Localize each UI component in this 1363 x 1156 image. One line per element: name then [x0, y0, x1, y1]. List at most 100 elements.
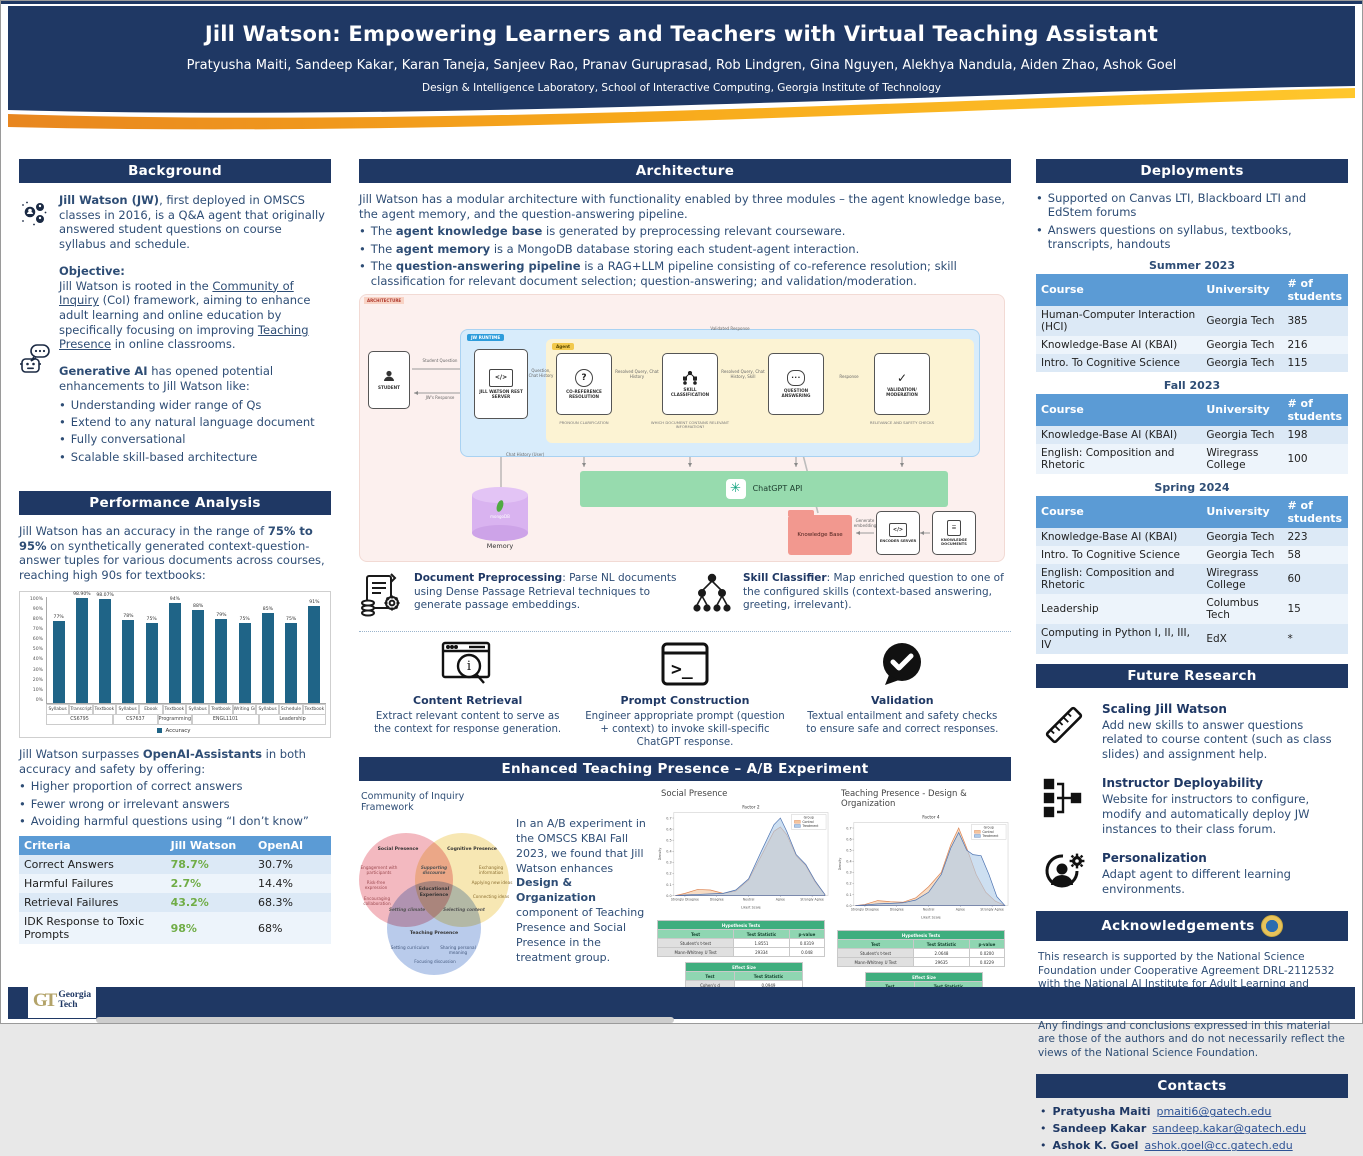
- table-cell: 223: [1282, 527, 1348, 546]
- generate-embedding-label: Generate embedding: [853, 517, 877, 528]
- group-label: CS6795: [46, 714, 113, 725]
- stat-cell: Student's t-test: [836, 948, 915, 959]
- prompt-construction-step: >_ Prompt Construction Engineer appropri…: [576, 638, 793, 749]
- table-cell: Georgia Tech: [1201, 545, 1283, 564]
- table-cell: Wiregrass College: [1201, 443, 1283, 474]
- gt-wordmark: Georgia Tech: [58, 990, 92, 1010]
- validation-step: Validation Textual entailment and safety…: [794, 638, 1011, 749]
- x-tick-label: Writing Guide: [232, 703, 256, 715]
- stat-title: Effect Size: [865, 972, 983, 983]
- y-tick-label: 0.7: [846, 826, 851, 830]
- x-tick-label: Textbook: [302, 703, 326, 715]
- contact-name: Pratyusha Maiti: [1052, 1105, 1151, 1119]
- accuracy-chart-plot: 77%98.90%98.07%78%75%94%88%79%75%85%75%9…: [46, 592, 326, 704]
- contact-email-link[interactable]: ashok.goel@cc.gatech.edu: [1144, 1139, 1293, 1153]
- x-tick-label: Strongly Agree: [800, 898, 823, 902]
- table-cell: Georgia Tech: [1201, 425, 1283, 444]
- y-tick-label: 90%: [32, 606, 43, 612]
- architecture-intro: Jill Watson has a modular architecture w…: [359, 192, 1005, 221]
- table-cell: 30.7%: [252, 855, 331, 875]
- bullet-item: •Fewer wrong or irrelevant answers: [19, 797, 331, 811]
- stat-cell: 29635: [913, 957, 970, 968]
- contact-email-link[interactable]: sandeep.kakar@gatech.edu: [1152, 1122, 1307, 1136]
- check-bubble-icon: [802, 638, 1003, 690]
- encoder-server-node: </> ENCODER SERVER: [876, 510, 920, 555]
- ruler-icon: [1038, 702, 1090, 748]
- column-header: # of students: [1282, 393, 1348, 426]
- venn-label: Connecting ideas: [472, 894, 510, 900]
- column-header: Jill Watson: [165, 836, 253, 856]
- experiment-section-header: Enhanced Teaching Presence – A/B Experim…: [359, 757, 1011, 782]
- teaching-presence-link[interactable]: Teaching Presence: [59, 322, 309, 352]
- x-tick-label: Textbook: [209, 703, 233, 715]
- bar: [99, 598, 112, 703]
- bar-value-label: 98.07%: [96, 592, 114, 598]
- x-tick-label: Transcripts: [69, 703, 93, 715]
- acknowledgements-section-header: Acknowledgements: [1036, 911, 1348, 941]
- community-of-inquiry-link[interactable]: Community of Inquiry: [59, 278, 294, 308]
- bullet-text: Understanding wider range of Qs: [70, 397, 262, 412]
- column-header: OpenAI: [252, 836, 331, 856]
- surpass-text: in both accuracy and safety by offering:: [19, 746, 306, 776]
- table-cell: Computing in Python I, II, III, IV: [1036, 623, 1202, 654]
- bar-value-label: 75%: [239, 617, 250, 623]
- venn-label: Teaching Presence: [409, 931, 459, 937]
- jw-runtime-tag: JW RUNTIME: [467, 333, 505, 341]
- bullet-item: •Supported on Canvas LTI, Blackboard LTI…: [1036, 191, 1348, 220]
- acknowledgements-p2: Any findings and conclusions expressed i…: [1038, 1019, 1345, 1059]
- future-research-section-header: Future Research: [1036, 663, 1348, 688]
- header-wave-graphic: [8, 6, 1355, 130]
- bar-value-label: 91%: [309, 600, 320, 606]
- bar-slot: 98.07%: [94, 593, 117, 703]
- surpass-bullet-list: •Higher proportion of correct answers•Fe…: [19, 779, 331, 828]
- memory-label: Memory: [486, 541, 514, 550]
- bullet-dot: •: [59, 397, 66, 412]
- window-scrollbar[interactable]: [96, 1017, 674, 1023]
- bullet-text: Extend to any natural language document: [70, 415, 315, 429]
- table-cell: Human-Computer Interaction (HCI): [1036, 305, 1202, 336]
- bar: [285, 623, 298, 703]
- table-cell: Columbus Tech: [1201, 593, 1283, 624]
- contact-email-link[interactable]: pmaiti6@gatech.edu: [1156, 1105, 1272, 1119]
- table-cell: 198: [1282, 425, 1348, 444]
- column-header: # of students: [1282, 495, 1348, 528]
- venn-label: Engagement with participants: [360, 865, 398, 876]
- coreference-node: ? CO-REFERENCE RESOLUTION: [556, 352, 612, 415]
- feature-text: : Parse NL documents using Dense Passage…: [414, 571, 677, 612]
- stat-cell: 2.0648: [913, 948, 970, 959]
- table-cell: 216: [1282, 335, 1348, 354]
- bar-slot: 75%: [280, 617, 303, 703]
- spring-2024-label: Spring 2024: [1154, 480, 1230, 494]
- bullet-item: •Answers questions on syllabus, textbook…: [1036, 223, 1348, 252]
- feature-title: Skill Classifier: [743, 571, 827, 584]
- bar-slot: 98.90%: [70, 592, 93, 703]
- column-header: Course: [1036, 273, 1202, 306]
- architecture-bullet-list: • The agent knowledge base is generated b…: [359, 224, 1011, 288]
- y-tick-label: 0.7: [666, 816, 671, 820]
- bullet-text: The agent knowledge base is generated by…: [370, 224, 846, 239]
- stat-cell: Student's t-test: [656, 938, 735, 949]
- bullet-item: •Scalable skill-based architecture: [59, 450, 331, 464]
- column-header: University: [1201, 273, 1283, 306]
- y-tick-label: 0.3: [666, 861, 671, 865]
- legend-entry: Treatment: [801, 824, 819, 828]
- bar-value-label: 94%: [169, 597, 180, 603]
- terminal-icon: >_: [584, 638, 785, 690]
- bar-slot: 88%: [187, 604, 210, 703]
- density-treatment: [855, 831, 1006, 906]
- table-cell: Intro. To Cognitive Science: [1036, 353, 1202, 372]
- column-header: University: [1201, 393, 1283, 426]
- bullet-dot: •: [359, 241, 366, 256]
- mongodb-label: mongoDB: [490, 513, 510, 519]
